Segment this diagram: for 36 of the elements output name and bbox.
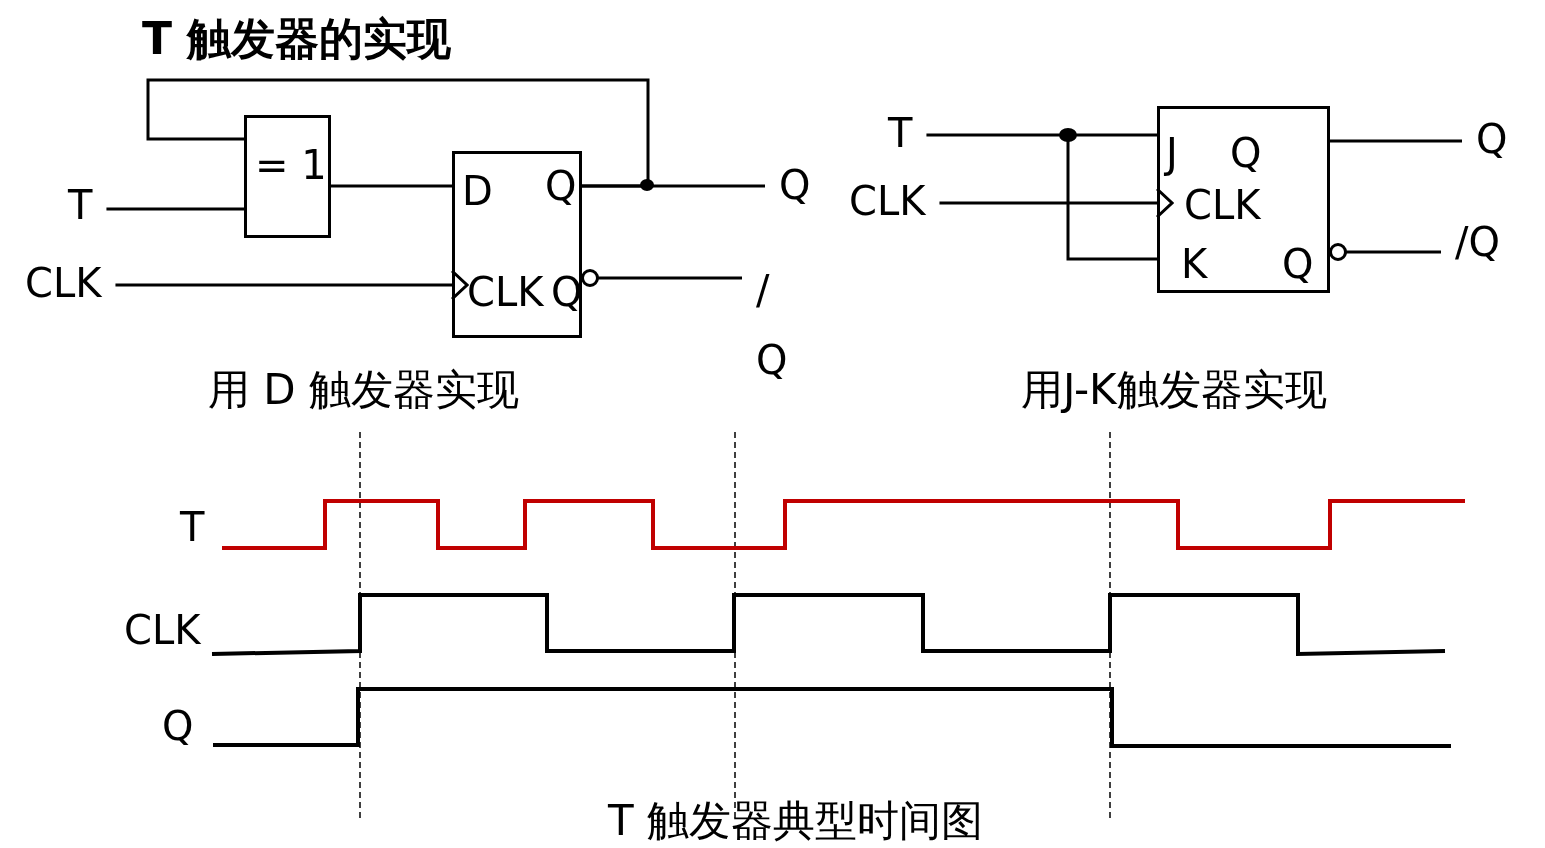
wire <box>1329 243 1441 261</box>
caption: T 触发器典型时间图 <box>608 800 983 842</box>
d-flip-flop <box>452 151 582 338</box>
output-label: Q <box>1476 119 1508 159</box>
wire <box>924 133 1159 261</box>
signal-label: T <box>180 507 205 547</box>
jk-flip-flop <box>1157 106 1330 293</box>
pin-label: Q <box>551 272 583 312</box>
pin-label: D <box>462 171 493 211</box>
pin-label: Q <box>1230 133 1262 173</box>
input-label: T <box>888 113 913 153</box>
title: T 触发器的实现 <box>142 17 452 61</box>
wire <box>1330 139 1462 143</box>
input-label: CLK <box>25 263 102 303</box>
subcaption: 用 D 触发器实现 <box>208 369 520 411</box>
input-label: CLK <box>849 181 926 221</box>
output-label: /Q <box>1455 222 1500 262</box>
output-label: / Q <box>756 255 786 395</box>
pin-label: = 1 <box>255 145 327 185</box>
output-label: Q <box>779 165 811 205</box>
wire <box>106 207 244 211</box>
input-label: T <box>68 185 93 225</box>
subcaption: 用J-K触发器实现 <box>1021 369 1327 411</box>
pin-label: Q <box>1282 244 1314 284</box>
pin-label: CLK <box>1184 185 1261 225</box>
wire <box>115 269 469 301</box>
wire <box>146 78 650 188</box>
wire <box>581 269 742 287</box>
pin-label: CLK <box>467 272 544 312</box>
pin-label: K <box>1181 244 1208 284</box>
wire <box>331 184 452 188</box>
signal-label: CLK <box>124 610 201 650</box>
xor-gate <box>244 115 331 238</box>
pin-label: Q <box>545 166 577 206</box>
wire <box>939 187 1174 219</box>
signal-label: Q <box>162 706 194 746</box>
